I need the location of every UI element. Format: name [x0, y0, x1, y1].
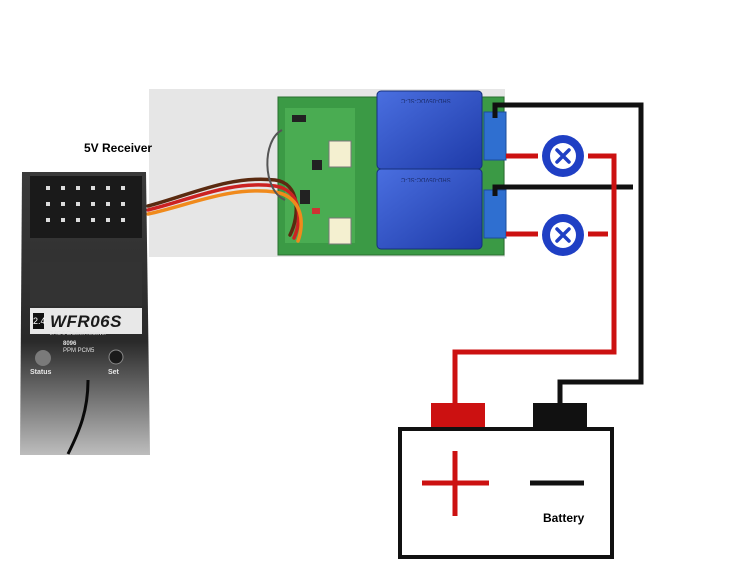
receiver-pin: [121, 218, 125, 222]
battery-label: Battery: [543, 511, 585, 525]
relay-1-marking: SRD-05VDC-SL-C: [401, 97, 451, 103]
receiver-pin: [76, 202, 80, 206]
battery-positive-terminal: [431, 403, 485, 429]
negative-wiring: [492, 102, 644, 405]
receiver-model: WFR06S: [46, 312, 126, 332]
receiver-pin: [61, 218, 65, 222]
battery-plus-symbol: [422, 451, 489, 516]
relay-2: [376, 168, 483, 250]
receiver-pin: [76, 218, 80, 222]
receiver-frequency: 8096: [63, 341, 77, 347]
receiver-pin: [106, 186, 110, 190]
terminal-block-2: [483, 189, 507, 239]
status-label: Status: [30, 369, 52, 376]
receiver-pin: [46, 202, 50, 206]
receiver-pin: [91, 202, 95, 206]
pcb-connector-top: [328, 140, 352, 168]
receiver-pin: [106, 218, 110, 222]
lamp-x-icon: [542, 214, 584, 256]
servo-loop: [266, 129, 286, 201]
receiver-pin: [76, 186, 80, 190]
relay-2-marking: SRD-05VDC-SL-C: [401, 176, 451, 182]
battery-icon: [398, 403, 614, 559]
receiver-pin: [61, 202, 65, 206]
receiver-subtitle: 2.4G 6 Channel Receiver: [50, 331, 107, 337]
battery-negative-terminal: [533, 403, 587, 429]
battery-body: [398, 427, 614, 559]
receiver-mode: PPM PCM5: [63, 348, 95, 354]
receiver-antenna: [66, 379, 90, 455]
lamp-x-icon: [542, 135, 584, 177]
terminal-block-1: [483, 111, 507, 161]
receiver-pin: [61, 186, 65, 190]
receiver-badge: 2.4: [33, 313, 46, 329]
receiver-pin: [121, 202, 125, 206]
receiver-pin: [121, 186, 125, 190]
receiver-pin: [106, 202, 110, 206]
receiver: [20, 172, 150, 455]
set-label: Set: [108, 369, 119, 376]
positive-wiring: [452, 153, 617, 405]
set-button[interactable]: [108, 349, 124, 365]
status-led: [35, 350, 51, 366]
receiver-pin: [91, 218, 95, 222]
receiver-pin: [46, 186, 50, 190]
receiver-pin: [46, 218, 50, 222]
receiver-pins: [46, 186, 125, 222]
receiver-label: 5V Receiver: [84, 141, 153, 155]
pcb-connector-bottom: [328, 217, 352, 245]
receiver-pin: [91, 186, 95, 190]
